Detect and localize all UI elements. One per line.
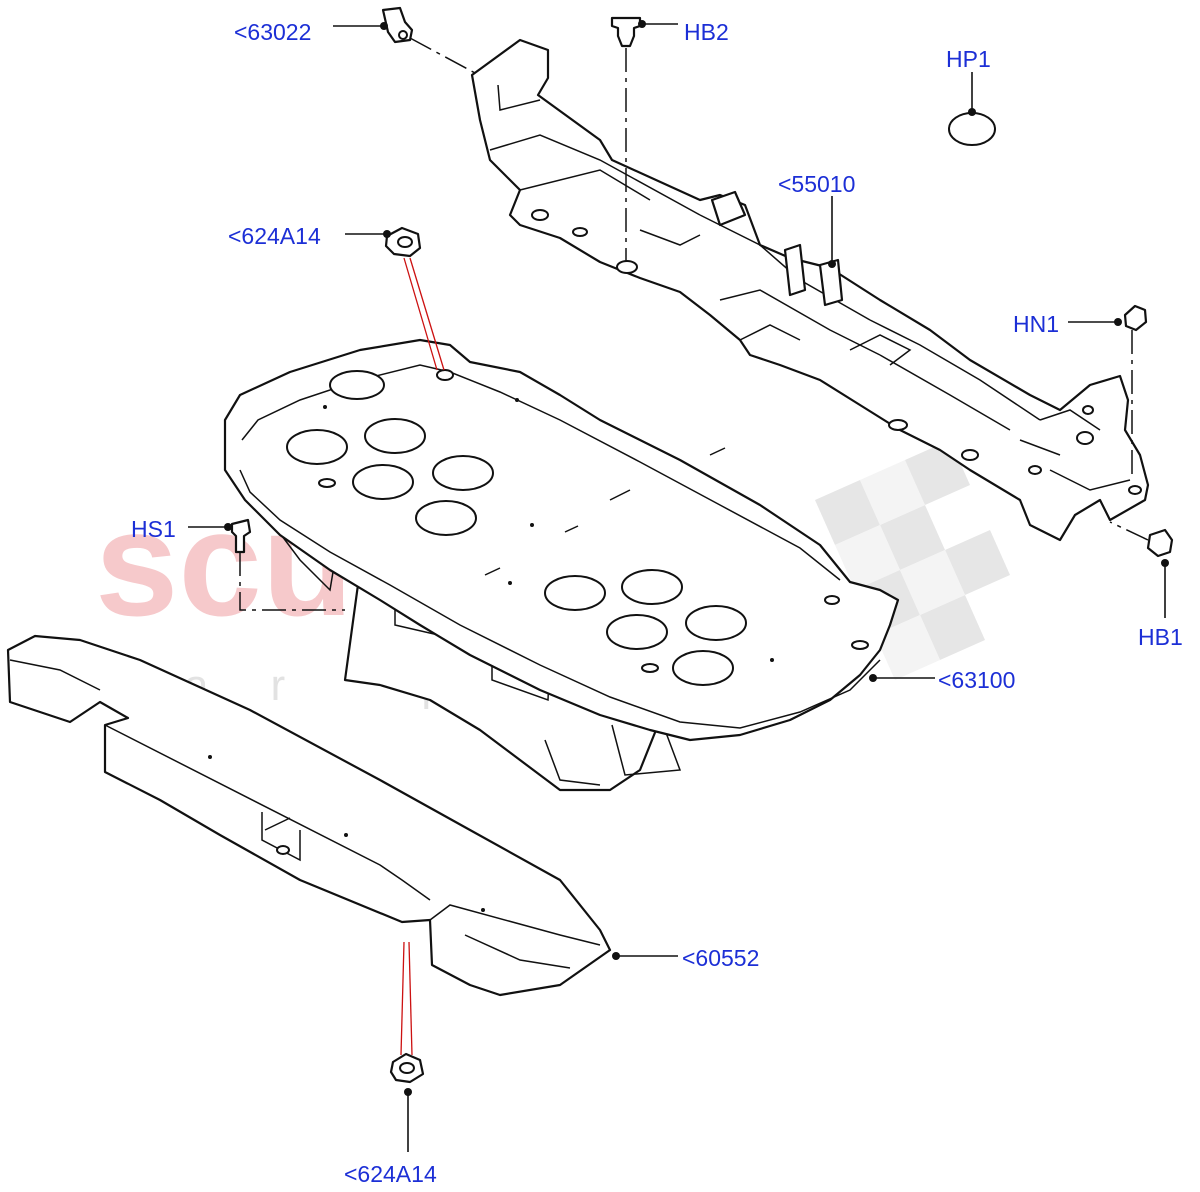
- assembly-guide-lines: [239, 37, 1149, 1056]
- leader-lines: [188, 20, 1169, 1152]
- callout-hp1[interactable]: HP1: [946, 46, 991, 72]
- seat-pan: [223, 338, 900, 792]
- seat-front-valance: [6, 634, 612, 997]
- fastener-hb2-bolt: [610, 16, 642, 48]
- fastener-hs1-screw: [230, 518, 252, 554]
- callout-55010[interactable]: <55010: [778, 171, 855, 197]
- callout-624a14-bottom[interactable]: <624A14: [344, 1161, 437, 1187]
- fastener-624a14-bottom: [389, 1052, 425, 1084]
- callout-60552[interactable]: <60552: [682, 945, 759, 971]
- callout-labels: <63022 HB2 HP1 <55010 <624A14 HN1 HS1 HB…: [131, 19, 1183, 1187]
- fastener-hp1-plug: [948, 112, 996, 146]
- callout-hs1[interactable]: HS1: [131, 516, 176, 542]
- fastener-624a14-top: [384, 226, 422, 258]
- callout-hb2[interactable]: HB2: [684, 19, 729, 45]
- checkered-flag-watermark: [815, 440, 1010, 680]
- fastener-63022-clip: [381, 6, 414, 44]
- callout-hb1[interactable]: HB1: [1138, 624, 1183, 650]
- callout-624a14-top[interactable]: <624A14: [228, 223, 321, 249]
- fastener-hn1-nut: [1123, 304, 1148, 332]
- callout-63022[interactable]: <63022: [234, 19, 311, 45]
- callout-hn1[interactable]: HN1: [1013, 311, 1059, 337]
- callout-63100[interactable]: <63100: [938, 667, 1015, 693]
- fastener-hb1-bolt: [1146, 528, 1174, 558]
- seat-frame-crossmember: [470, 38, 1150, 542]
